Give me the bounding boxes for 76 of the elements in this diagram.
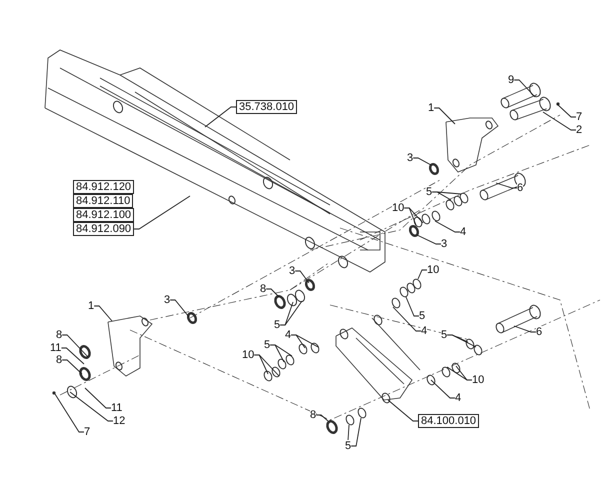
leader-line (434, 220, 460, 232)
callout-number: 5 (441, 329, 448, 341)
leader-line (290, 334, 318, 348)
leader-line (432, 192, 462, 194)
callout-number: 5 (274, 319, 280, 331)
leader-line (406, 296, 420, 316)
callout-number: 12 (113, 415, 126, 427)
part-number-label: 84.912.110 (73, 194, 134, 208)
callout-number: 11 (50, 342, 62, 354)
callout-number: 10 (427, 264, 440, 276)
leader-line (350, 418, 362, 446)
callout-number: 3 (289, 265, 296, 277)
callout-number: 7 (576, 111, 582, 123)
leader-line (84, 388, 112, 408)
leader-line (446, 366, 472, 380)
callout-number: 10 (242, 349, 254, 361)
leader-line (556, 104, 576, 118)
callout-number: 10 (472, 374, 484, 386)
leader-line (170, 300, 190, 318)
callout-number: 3 (441, 238, 448, 250)
part-number-label: 84.100.010 (418, 414, 480, 428)
callout-number: 1 (88, 300, 94, 312)
part-number-label: 35.738.010 (236, 100, 298, 114)
leader-line (392, 306, 422, 332)
leader-line (514, 80, 536, 98)
leader-line (280, 300, 302, 326)
leader-line (430, 380, 456, 398)
leader-line (266, 288, 280, 298)
part-number-label: 84.912.120 (73, 180, 134, 194)
leader-line (446, 334, 476, 348)
callout-number: 10 (392, 202, 404, 214)
callout-number: 1 (428, 102, 434, 114)
leader-line (54, 394, 84, 432)
callout-number: 8 (56, 354, 62, 366)
callout-number: 8 (310, 409, 316, 421)
callout-number: 5 (345, 440, 352, 452)
leader-line (62, 360, 82, 374)
callout-number: 4 (421, 325, 428, 337)
leader-line (434, 108, 456, 124)
leader-line (496, 182, 518, 188)
leader-line (204, 106, 236, 128)
callout-number: 7 (84, 426, 90, 438)
callout-number: 5 (419, 310, 426, 322)
callout-number: 8 (260, 283, 266, 295)
callout-number: 8 (56, 329, 62, 341)
callout-number: 4 (455, 392, 462, 404)
leader-line (62, 334, 88, 358)
leader-line (412, 158, 432, 166)
part-number-label: 84.912.090 (73, 222, 134, 236)
leader-line (316, 414, 328, 422)
leader-line (388, 400, 418, 422)
callout-number: 11 (111, 402, 122, 414)
leader-line (270, 344, 292, 356)
callout-number: 2 (576, 124, 582, 136)
leader-line (404, 208, 424, 224)
leader-line (94, 306, 112, 322)
leader-line (542, 112, 576, 130)
part-number-label: 84.912.100 (73, 208, 134, 222)
leader-line (416, 234, 442, 244)
callout-number: 6 (517, 182, 524, 194)
leader-line (294, 270, 310, 284)
leader-line (134, 196, 190, 230)
callout-number: 5 (264, 339, 270, 351)
callout-number: 6 (536, 326, 542, 338)
leader-line (60, 348, 84, 364)
callout-number: 4 (285, 329, 292, 341)
leader-line (418, 270, 428, 280)
callout-number: 5 (426, 186, 432, 198)
leader-line (348, 424, 350, 440)
leader-line (70, 392, 114, 422)
callout-number: 9 (508, 74, 514, 86)
leader-line (514, 326, 536, 332)
callout-number: 3 (164, 294, 170, 306)
callout-number: 3 (407, 152, 414, 164)
callout-number: 4 (460, 226, 466, 238)
leader-line (254, 354, 280, 376)
